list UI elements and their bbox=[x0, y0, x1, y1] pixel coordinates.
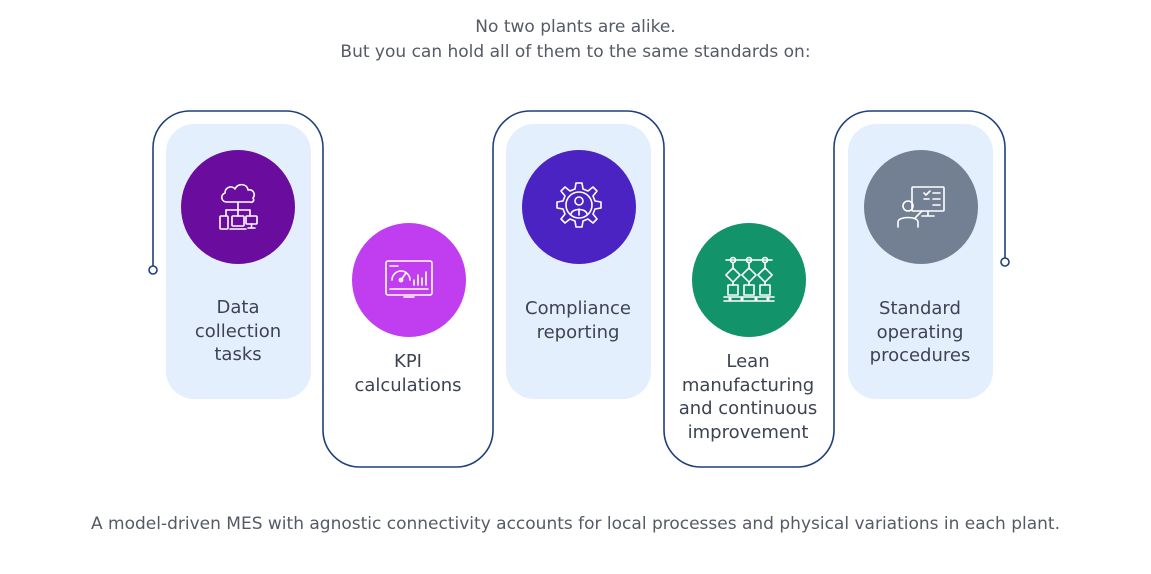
step-circle-sop bbox=[864, 150, 978, 264]
step-label-sop: Standard operating procedures bbox=[869, 298, 971, 366]
conveyor-line-icon bbox=[723, 256, 775, 302]
dashboard-gauge-icon bbox=[385, 260, 433, 298]
step-circle-kpi bbox=[352, 223, 466, 337]
step-label-data-collection: Data collection tasks bbox=[194, 297, 282, 365]
presenter-checklist-icon bbox=[897, 186, 945, 228]
step-label-kpi: KPI calculations bbox=[354, 351, 462, 396]
connector-start-dot bbox=[148, 265, 158, 275]
footer-text: A model-driven MES with agnostic connect… bbox=[91, 514, 1060, 534]
cloud-network-icon bbox=[219, 183, 258, 230]
step-circle-compliance bbox=[522, 150, 636, 264]
intro-text: No two plants are alike. But you can hol… bbox=[0, 15, 1151, 65]
intro-line-2: But you can hold all of them to the same… bbox=[340, 42, 811, 62]
step-circle-data-collection bbox=[181, 150, 295, 264]
step-label-compliance: Compliance reporting bbox=[525, 298, 631, 343]
step-label-lean: Lean manufacturing and continuous improv… bbox=[678, 351, 818, 443]
connector-end-dot bbox=[1000, 257, 1010, 267]
gear-person-icon bbox=[556, 182, 602, 228]
intro-line-1: No two plants are alike. bbox=[475, 17, 676, 37]
step-circle-lean bbox=[692, 223, 806, 337]
